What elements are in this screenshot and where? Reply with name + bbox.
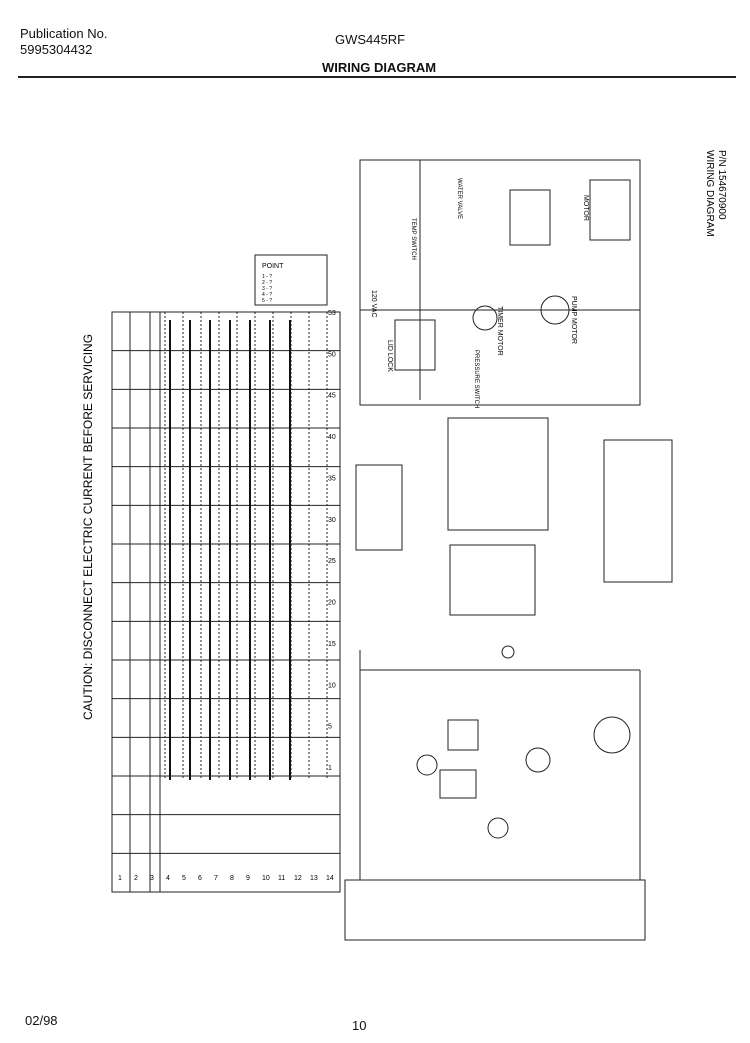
- timer-column-label: 1: [328, 765, 332, 772]
- circuit-number: 14: [326, 875, 334, 882]
- circuit-number: 11: [278, 875, 285, 882]
- pressure-switch-label: PRESSURE SWITCH: [473, 350, 479, 408]
- circuit-number: 1: [118, 875, 122, 882]
- cam-strips: [169, 320, 291, 780]
- page-number: 10: [352, 1018, 367, 1033]
- timer-column-label: 10: [328, 682, 336, 689]
- water-valve-label: WATER VALVE: [456, 178, 462, 219]
- timer-column-label: 40: [328, 434, 336, 441]
- pump-motor-label: PUMP MOTOR: [570, 296, 577, 344]
- side-label-line1: WIRING DIAGRAM: [704, 150, 715, 237]
- timer-column-label: 5: [328, 724, 332, 731]
- lid-lock-label: LID LOCK: [386, 340, 393, 372]
- circuit-number: 5: [182, 875, 186, 882]
- circuit-number: 2: [134, 875, 138, 882]
- caution-text: CAUTION: DISCONNECT ELECTRIC CURRENT BEF…: [81, 334, 95, 720]
- chart-legend-row: 1 - ?: [262, 274, 272, 280]
- side-label-line2: P/N 154670900: [716, 150, 727, 220]
- schematic-bottom: [344, 645, 646, 941]
- chart-legend-row: 2 - ?: [262, 280, 272, 286]
- temp-switch-label: TEMP SWITCH: [410, 218, 416, 260]
- motor-label: MOTOR: [582, 195, 589, 221]
- chart-legend-rows: 1 - ?2 - ?3 - ?4 - ?5 - ?: [262, 274, 272, 304]
- chart-legend-row: 4 - ?: [262, 292, 272, 298]
- circuit-number: 7: [214, 875, 218, 882]
- circuit-number: 9: [246, 875, 250, 882]
- circuit-number: 13: [310, 875, 318, 882]
- schematic-top: [359, 159, 641, 406]
- publication-label: Publication No.: [20, 26, 108, 41]
- circuit-number: 10: [262, 875, 270, 882]
- timer-column-label: 15: [328, 641, 336, 648]
- timer-column-label: 53: [328, 310, 336, 317]
- timer-column-label: 50: [328, 351, 336, 358]
- header-rule: [18, 76, 736, 78]
- symbol-legend: [254, 254, 673, 616]
- timer-column-label: 30: [328, 517, 336, 524]
- circuit-number: 8: [230, 875, 234, 882]
- circuit-number: 4: [166, 875, 170, 882]
- circuit-number: 12: [294, 875, 302, 882]
- chart-legend-row: 3 - ?: [262, 286, 272, 292]
- chart-legend-header: POINT: [262, 263, 284, 270]
- circuit-number: 3: [150, 875, 154, 882]
- timer-chart: [111, 311, 341, 893]
- timer-column-label: 45: [328, 393, 336, 400]
- footer-date: 02/98: [25, 1013, 58, 1028]
- publication-number: 5995304432: [20, 42, 93, 57]
- chart-legend-row: 5 - ?: [262, 298, 272, 304]
- model-number: GWS445RF: [335, 32, 406, 47]
- timer-motor-label: TIMER MOTOR: [496, 306, 503, 356]
- timer-column-label: 25: [328, 558, 336, 565]
- page-title: WIRING DIAGRAM: [322, 60, 437, 75]
- timer-column-label: 35: [328, 475, 336, 482]
- circuit-number: 6: [198, 875, 202, 882]
- timer-column-label: 20: [328, 600, 336, 607]
- voltage-label: 120 VAC: [370, 290, 377, 318]
